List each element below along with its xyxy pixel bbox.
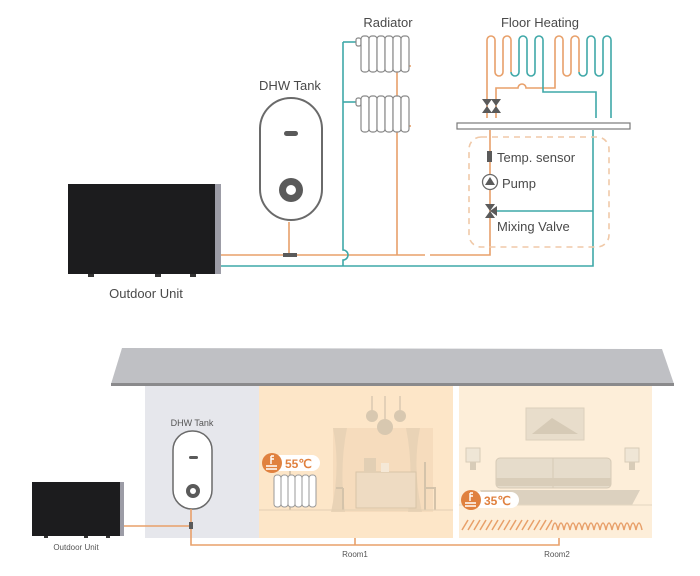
- roof: [111, 348, 674, 384]
- radiator-lower: [355, 95, 410, 133]
- house-illustration: DHW Tank Outdoor Unit Room1 Room2: [32, 348, 674, 559]
- manifold-bar: [456, 122, 631, 130]
- room1-water-temp-icon: [262, 453, 282, 473]
- radiator-upper: [355, 35, 410, 73]
- room2-label: Room2: [544, 550, 570, 559]
- temp-sensor-icon: [487, 151, 492, 162]
- pump-icon: [481, 173, 499, 191]
- room1-supply-temp: 55℃: [285, 457, 312, 471]
- schematic: Outdoor Unit DHW Tank: [68, 15, 631, 301]
- roof-edge: [111, 383, 674, 386]
- house-dhw-tank-label: DHW Tank: [171, 418, 214, 428]
- mixing-valve-icon: [485, 204, 497, 218]
- room2: [459, 386, 652, 538]
- room2-floor-heating-coil: [461, 519, 643, 531]
- house-dhw-tank: [172, 430, 213, 510]
- house-outdoor-unit: [32, 482, 124, 538]
- cold-return-pipes: [221, 35, 612, 267]
- room1-label: Room1: [342, 550, 368, 559]
- room1-temp-badge: 55℃: [262, 453, 320, 473]
- mixing-valve-label: Mixing Valve: [497, 219, 570, 234]
- dhw-tank: [259, 97, 323, 257]
- dhw-tank-label: DHW Tank: [259, 78, 321, 93]
- pump-label: Pump: [502, 176, 536, 191]
- room2-supply-temp: 35℃: [484, 494, 511, 508]
- temp-sensor-label: Temp. sensor: [497, 150, 576, 165]
- house-outdoor-unit-label: Outdoor Unit: [53, 543, 99, 552]
- house-tee-fitting: [189, 522, 193, 529]
- floor-heating-label: Floor Heating: [501, 15, 579, 30]
- room2-temp-badge: 35℃: [461, 490, 519, 510]
- manifold-valves: [482, 99, 501, 113]
- mixing-station-box: [468, 136, 610, 248]
- room1-radiator: [273, 474, 317, 508]
- radiator-label: Radiator: [363, 15, 413, 30]
- room2-water-temp-icon: [461, 490, 481, 510]
- outdoor-unit: [68, 184, 221, 277]
- outdoor-unit-label: Outdoor Unit: [109, 286, 183, 301]
